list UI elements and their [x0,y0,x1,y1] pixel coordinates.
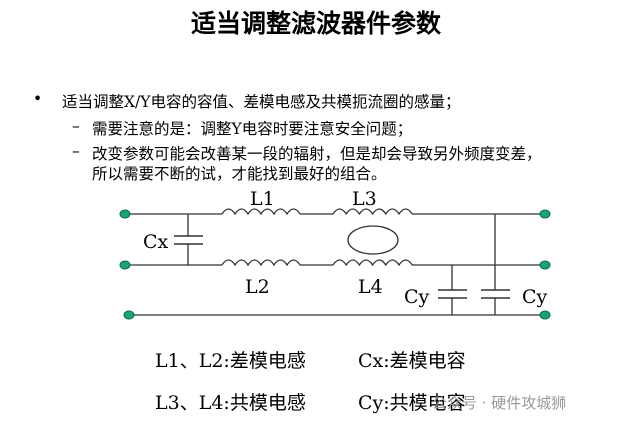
wires [125,213,545,316]
legend-cy: Cy:共模电容 [358,392,466,414]
bullet-mark: • [33,90,43,108]
label-l2: L2 [245,276,270,298]
inductor-l1 [221,208,301,216]
label-cy2: Cy [522,286,548,308]
sub-bullet-2: 改变参数可能会改善某一段的辐射，但是却会导致另外频度变差， [92,145,542,163]
label-l4: L4 [358,276,383,298]
page-title: 适当调整滤波器件参数 [190,9,441,38]
label-cx: Cx [143,231,169,253]
legend-l1-l2: L1、L2:差模电感 [155,350,306,372]
dash: – [72,142,80,160]
inductor-l4 [332,259,413,267]
common-mode-core [347,225,399,255]
legend-cx: Cx:差模电容 [358,350,466,372]
legend-l3-l4: L3、L4:共模电感 [155,392,306,414]
label-l3: L3 [352,188,377,210]
sub-bullet-3: 所以需要不断的试，才能找到最好的组合。 [92,165,387,183]
capacitor-cy1 [438,289,467,299]
capacitor-cy2 [481,289,510,299]
capacitor-cx [174,235,203,245]
label-l1: L1 [250,188,275,210]
dash: – [72,117,80,135]
watermark: 公众号 · 硬件攻城狮 [432,394,567,412]
bullet-main: 适当调整X/Y电容的容值、差模电感及共模扼流圈的感量； [62,93,461,111]
sub-bullet-1: 需要注意的是：调整Y电容时要注意安全问题； [92,120,413,138]
inductor-l3 [332,208,413,216]
label-cy1: Cy [404,286,430,308]
terminals [119,209,551,320]
inductor-l2 [221,259,301,267]
